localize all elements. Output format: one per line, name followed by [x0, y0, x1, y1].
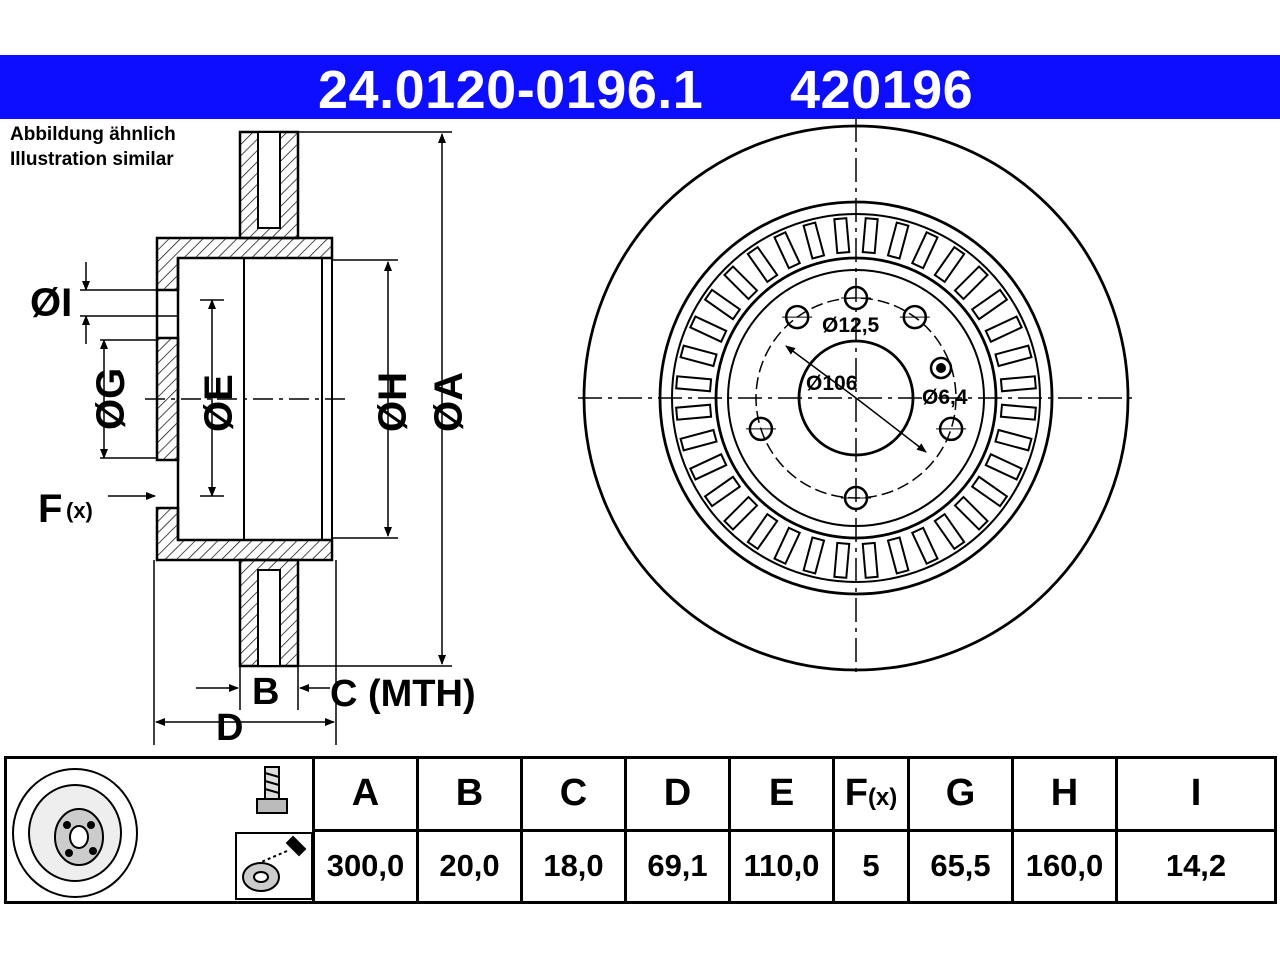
product-icons-cell — [4, 756, 315, 904]
cooling-vane — [723, 265, 759, 301]
spec-value-i: 14,2 — [1115, 828, 1277, 904]
bolt-holes — [745, 285, 967, 511]
spec-header-d: D — [624, 756, 731, 832]
cooling-vane — [675, 375, 713, 393]
spec-value-g: 65,5 — [907, 828, 1014, 904]
label-pcd: Ø106 — [806, 372, 857, 395]
cooling-vane — [703, 475, 742, 508]
spec-header-a: A — [312, 756, 419, 832]
specs-table: A B C D E F(x) G H I 300,0 20,0 18,0 69,… — [4, 756, 1277, 904]
cooling-vanes — [675, 217, 1037, 579]
spec-header-i: I — [1115, 756, 1277, 832]
spec-header-g: G — [907, 756, 1014, 832]
cooling-vane — [833, 541, 851, 579]
label-c-mth: C (MTH) — [330, 673, 476, 715]
cooling-vane — [933, 512, 966, 551]
cooling-vane — [953, 495, 989, 531]
cooling-vane — [773, 526, 802, 566]
cooling-vane — [910, 230, 939, 270]
spec-header-c: C — [520, 756, 627, 832]
cooling-vane — [999, 403, 1037, 421]
spec-header-e: E — [728, 756, 835, 832]
cooling-vane — [970, 475, 1009, 508]
cooling-vane — [679, 428, 718, 452]
spec-header-f: F(x) — [832, 756, 910, 832]
technical-drawing: ØI ØG ØE ØH ØA F (x) B C (MTH) D Ø12,5 Ø… — [30, 118, 1136, 749]
label-hole-dia: Ø12,5 — [822, 314, 880, 337]
bolt-icon — [256, 766, 288, 814]
label-f-sub: (x) — [66, 498, 93, 523]
label-diameter-i: ØI — [30, 281, 72, 325]
spec-value-d: 69,1 — [624, 828, 731, 904]
cooling-vane — [679, 344, 718, 368]
cooling-vane — [675, 403, 713, 421]
cooling-vane — [994, 428, 1033, 452]
cooling-vane — [861, 217, 879, 255]
spec-value-h: 160,0 — [1011, 828, 1118, 904]
cooling-vane — [970, 288, 1009, 321]
cooling-vane — [933, 245, 966, 284]
spec-value-f: 5 — [832, 828, 910, 904]
spec-value-e: 110,0 — [728, 828, 835, 904]
cooling-vane — [703, 288, 742, 321]
brake-disc-icon — [12, 768, 138, 898]
cooling-vane — [833, 217, 851, 255]
cooling-vane — [910, 526, 939, 566]
label-f: F — [38, 487, 62, 531]
cooling-vane — [861, 541, 879, 579]
cooling-vane — [688, 315, 728, 344]
locating-hole — [929, 356, 953, 380]
label-b: B — [252, 671, 279, 713]
cooling-vane — [886, 221, 910, 260]
side-section-view — [80, 130, 452, 745]
cooling-vane — [773, 230, 802, 270]
label-diameter-e: ØE — [197, 374, 241, 432]
cooling-vane — [953, 265, 989, 301]
spec-header-f-sub: (x) — [867, 784, 898, 812]
spec-value-a: 300,0 — [312, 828, 419, 904]
cooling-vane — [688, 452, 728, 481]
label-diameter-h: ØH — [371, 372, 415, 432]
cooling-vane — [886, 536, 910, 575]
illustration-note-de: Abbildung ähnlich — [10, 124, 176, 145]
cooling-vane — [984, 452, 1024, 481]
reference-number: 420196 — [790, 60, 974, 120]
spec-header-h: H — [1011, 756, 1118, 832]
illustration-note-en: Illustration similar — [10, 149, 174, 170]
spec-value-c: 18,0 — [520, 828, 627, 904]
cooling-vane — [802, 221, 826, 260]
part-number: 24.0120-0196.1 — [318, 60, 704, 120]
label-diameter-g: ØG — [89, 368, 133, 430]
cooling-vane — [802, 536, 826, 575]
cooling-vane — [999, 375, 1037, 393]
spec-header-f-main: F — [844, 772, 868, 815]
spec-header-b: B — [416, 756, 523, 832]
cooling-vane — [994, 344, 1033, 368]
cooling-vane — [746, 245, 779, 284]
front-view — [578, 118, 1136, 678]
label-small-hole: Ø6,4 — [922, 386, 968, 409]
cooling-vane — [984, 315, 1024, 344]
label-d: D — [216, 707, 243, 749]
cooling-vane — [723, 495, 759, 531]
cleaning-spray-icon — [235, 832, 312, 900]
title-banner: 24.0120-0196.1 420196 — [0, 55, 1280, 120]
cooling-vane — [746, 512, 779, 551]
spec-value-b: 20,0 — [416, 828, 523, 904]
label-diameter-a: ØA — [427, 372, 471, 432]
